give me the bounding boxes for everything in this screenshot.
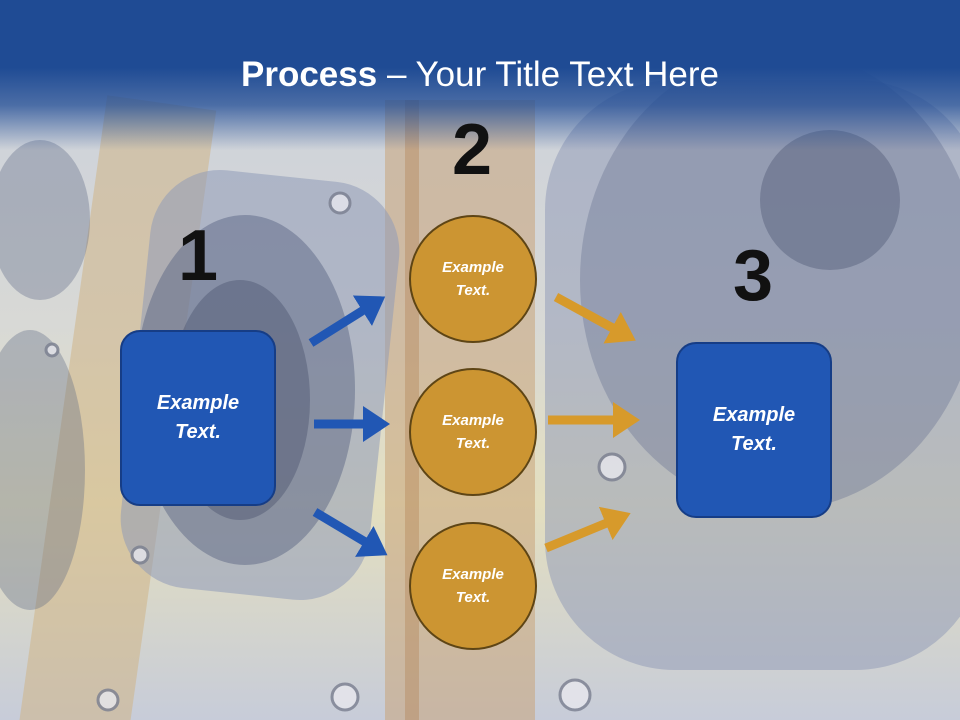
title-rest-text: – Your Title Text Here [377,55,719,94]
circle-middle-line-1: Example [442,412,504,429]
circle-bottom-line-1: Example [442,566,504,583]
circle-bottom-line-2: Text. [455,589,491,606]
step-number-2: 2 [451,110,493,190]
circle-top-line-1: Example [442,259,504,276]
circle-middle-line-2: Text. [455,435,491,452]
title-bar [0,0,960,150]
title-bold-text: Process [241,55,378,94]
right-box-line-1: Example [712,404,796,426]
left-box-line-1: Example [156,392,240,414]
slide-title: Process – Your Title Text Here [0,52,960,98]
circle-top-line-2: Text. [455,282,491,299]
step-number-3: 3 [732,236,774,316]
step-number-1: 1 [177,216,219,296]
right-box-line-2: Text. [731,433,777,455]
left-box-line-2: Text. [175,421,221,443]
